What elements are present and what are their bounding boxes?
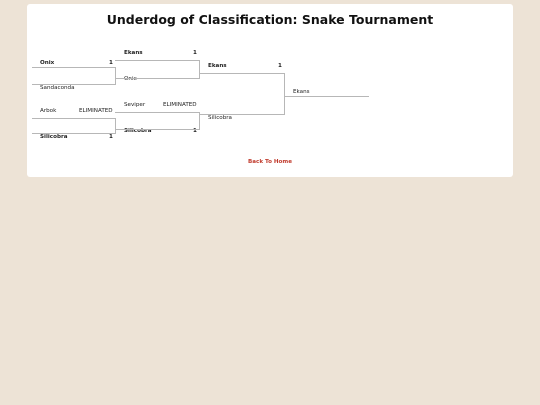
r2-entrant-4-line: [115, 129, 199, 130]
back-to-home-link[interactable]: Back To Home: [247, 159, 293, 165]
r1-entrant-4-score: 1: [109, 134, 113, 140]
tournament-card: Underdog of Classification: Snake Tourna…: [27, 4, 513, 177]
r2-entrant-4-score: 1: [193, 128, 197, 134]
r2-entrant-1-line: [115, 60, 199, 61]
r2-entrant-3-line: [115, 112, 199, 113]
r1-entrant-3-name: Arbok: [40, 108, 57, 114]
r1-entrant-1-name: Onix: [40, 60, 55, 66]
r2-match-1-connector: [199, 60, 200, 79]
r3-entrant-1-line: [199, 73, 284, 74]
r3-entrant-1-name: Ekans: [208, 63, 227, 69]
r1-entrant-4-name: Silicobra: [40, 134, 68, 140]
r1-entrant-3-score: ELIMINATED: [79, 108, 113, 114]
r1-entrant-4-line: [32, 133, 115, 134]
r1-match-2-connector: [115, 118, 116, 134]
r3-entrant-1-score: 1: [278, 63, 282, 69]
r3-match-connector: [284, 73, 285, 115]
r3-entrant-2-name: Silicobra: [208, 115, 232, 121]
r2-entrant-1-score: 1: [193, 50, 197, 56]
r2-match-2-connector: [199, 112, 200, 130]
r1-match-1-connector: [115, 67, 116, 85]
r1-entrant-2-name: Sandaconda: [40, 85, 75, 91]
r1-entrant-1-score: 1: [109, 60, 113, 66]
r2-entrant-2-name: Onix: [124, 76, 137, 82]
r3-entrant-2-line: [199, 114, 284, 115]
r2-entrant-1-name: Ekans: [124, 50, 143, 56]
page-title: Underdog of Classification: Snake Tourna…: [106, 12, 434, 27]
r2-entrant-3-name: Seviper: [124, 102, 146, 108]
r1-entrant-1-line: [32, 67, 115, 68]
champion-name: Ekans: [293, 89, 310, 95]
r2-entrant-3-score: ELIMINATED: [163, 102, 197, 108]
champion-line: [284, 96, 369, 97]
r1-entrant-2-line: [32, 84, 115, 85]
tournament-bracket: Onix 1 Sandaconda Arbok ELIMINATED Silic…: [27, 4, 513, 177]
r1-entrant-3-line: [32, 118, 115, 119]
r2-entrant-2-line: [115, 78, 199, 79]
r2-entrant-4-name: Silicobra: [124, 128, 152, 134]
